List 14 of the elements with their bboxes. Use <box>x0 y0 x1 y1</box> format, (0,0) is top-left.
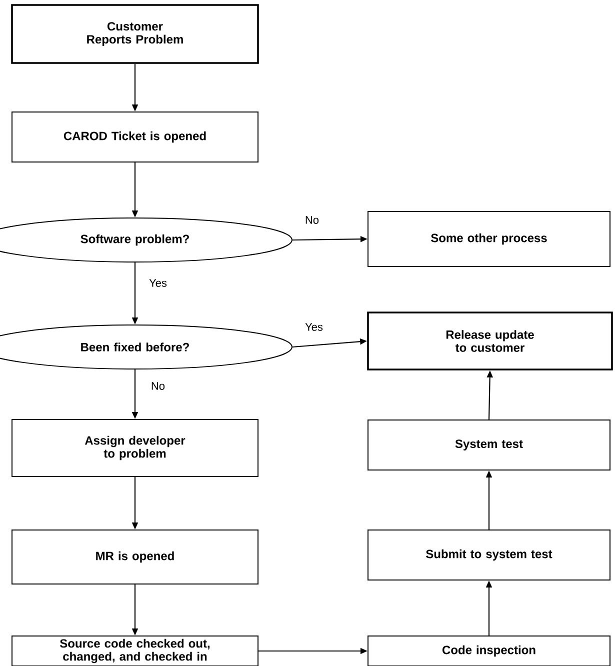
process-box: Release update to customer <box>367 312 613 370</box>
edge-label: No <box>304 215 320 225</box>
process-box: Source code checked out, changed, and checked in <box>12 636 258 666</box>
process-box: System test <box>368 420 610 470</box>
process-box: Code inspection <box>368 636 610 666</box>
process-box: CAROD Ticket is opened <box>12 112 258 162</box>
process-box: Assign developer to problem <box>12 419 258 477</box>
process-box: Customer Reports Problem <box>11 4 259 64</box>
edge-label: Yes <box>148 278 168 288</box>
process-box: Some other process <box>368 211 610 267</box>
edge-label: No <box>150 381 166 391</box>
process-box: Submit to system test <box>368 530 610 580</box>
process-box: MR is opened <box>12 530 258 584</box>
edge-label: Yes <box>304 322 324 332</box>
